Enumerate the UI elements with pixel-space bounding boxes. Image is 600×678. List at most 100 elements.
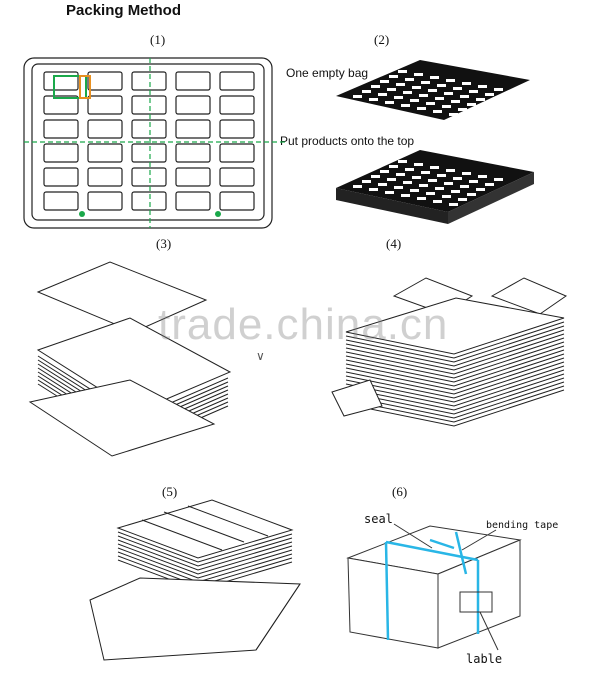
tray-pocket bbox=[417, 197, 426, 200]
tray-cell bbox=[219, 95, 255, 115]
tray-cell bbox=[43, 167, 79, 187]
tray-pocket bbox=[389, 75, 398, 78]
stack-layer bbox=[345, 389, 565, 427]
tray-pocket bbox=[460, 185, 469, 188]
tray-pocket bbox=[421, 81, 430, 84]
tray-pocket bbox=[467, 103, 476, 106]
tray-cell bbox=[175, 71, 211, 91]
stack-layer bbox=[117, 547, 293, 579]
tray-pocket bbox=[417, 107, 426, 110]
stack-layer bbox=[117, 543, 293, 575]
tray-cell bbox=[175, 119, 211, 139]
tray-pocket bbox=[460, 95, 469, 98]
stack-layer bbox=[345, 385, 565, 423]
stack-layer bbox=[345, 321, 565, 359]
stack-layer bbox=[117, 531, 293, 563]
tray-pocket bbox=[476, 188, 485, 191]
tray-cell bbox=[87, 95, 123, 115]
step5-assembly bbox=[89, 499, 301, 661]
tray-pocket bbox=[378, 93, 387, 96]
tray-pocket bbox=[469, 180, 478, 183]
stack-layer bbox=[345, 345, 565, 383]
tray-cell bbox=[175, 191, 211, 211]
tray-pocket bbox=[405, 78, 414, 81]
stack-layer bbox=[345, 377, 565, 415]
tray-pocket bbox=[451, 190, 460, 193]
tray-pocket bbox=[430, 76, 439, 79]
tray-pocket bbox=[385, 191, 394, 194]
tray-cell bbox=[43, 95, 79, 115]
empty-bag-tray bbox=[336, 60, 530, 120]
tray-pocket bbox=[401, 104, 410, 107]
tray-cell bbox=[131, 71, 167, 91]
tray-pocket bbox=[437, 174, 446, 177]
tray-cell bbox=[219, 143, 255, 163]
tray-pocket bbox=[469, 90, 478, 93]
tray-pocket bbox=[371, 175, 380, 178]
tray-top-view bbox=[23, 57, 286, 229]
stack-layer bbox=[345, 373, 565, 411]
tray-pocket bbox=[412, 86, 421, 89]
tray-cell bbox=[87, 71, 123, 91]
tray-pocket bbox=[462, 82, 471, 85]
tray-cell bbox=[87, 191, 123, 211]
stack-layer bbox=[345, 337, 565, 375]
tray-cell bbox=[43, 119, 79, 139]
tray-pocket bbox=[398, 70, 407, 73]
stack-layer bbox=[345, 341, 565, 379]
stack-layer bbox=[345, 381, 565, 419]
tray-pocket bbox=[478, 175, 487, 178]
tray-pocket bbox=[453, 87, 462, 90]
tray-pocket bbox=[412, 176, 421, 179]
stack-layer bbox=[345, 349, 565, 387]
tray-pocket bbox=[462, 172, 471, 175]
tray-pocket bbox=[444, 182, 453, 185]
tray-pocket bbox=[396, 173, 405, 176]
step-6-number: (6) bbox=[392, 484, 408, 499]
step-2-number: (2) bbox=[374, 32, 390, 47]
tray-pocket bbox=[453, 177, 462, 180]
step-3-number: (3) bbox=[156, 236, 172, 251]
tray-pocket bbox=[353, 95, 362, 98]
product-tray-stack bbox=[336, 150, 534, 224]
stack-layer bbox=[345, 353, 565, 391]
label-seal: seal bbox=[364, 512, 393, 526]
tray-cell bbox=[175, 167, 211, 187]
tray-pocket bbox=[401, 194, 410, 197]
tray-cell bbox=[131, 95, 167, 115]
tray-pocket bbox=[362, 180, 371, 183]
tray-pocket bbox=[446, 169, 455, 172]
tray-pocket bbox=[371, 85, 380, 88]
tray-pocket bbox=[394, 96, 403, 99]
stack-layer bbox=[345, 333, 565, 371]
step4-assembly bbox=[331, 277, 568, 427]
label-put-products: Put products onto the top bbox=[280, 134, 415, 148]
tray-cell bbox=[175, 95, 211, 115]
tray-pocket bbox=[414, 73, 423, 76]
tray-pocket bbox=[449, 203, 458, 206]
stack-layer bbox=[117, 535, 293, 567]
step6-box bbox=[346, 523, 522, 651]
tray-pocket bbox=[405, 168, 414, 171]
tray-pocket bbox=[410, 99, 419, 102]
tray-pocket bbox=[414, 163, 423, 166]
tray-pocket bbox=[458, 198, 467, 201]
tray-pocket bbox=[435, 187, 444, 190]
tray-cell bbox=[43, 191, 79, 211]
tray-pocket bbox=[485, 183, 494, 186]
tray-cell bbox=[219, 71, 255, 91]
tray-pocket bbox=[396, 83, 405, 86]
tray-pocket bbox=[410, 189, 419, 192]
tray-cell bbox=[87, 143, 123, 163]
tray-pocket bbox=[494, 88, 503, 91]
tray-pocket bbox=[446, 79, 455, 82]
tray-pocket bbox=[430, 166, 439, 169]
step-4-number: (4) bbox=[386, 236, 402, 251]
tray-pocket bbox=[458, 108, 467, 111]
tray-pocket bbox=[433, 110, 442, 113]
tray-cell bbox=[219, 119, 255, 139]
tray-pocket bbox=[380, 170, 389, 173]
tray-pocket bbox=[387, 88, 396, 91]
step-5-number: (5) bbox=[162, 484, 178, 499]
tray-pocket bbox=[403, 91, 412, 94]
